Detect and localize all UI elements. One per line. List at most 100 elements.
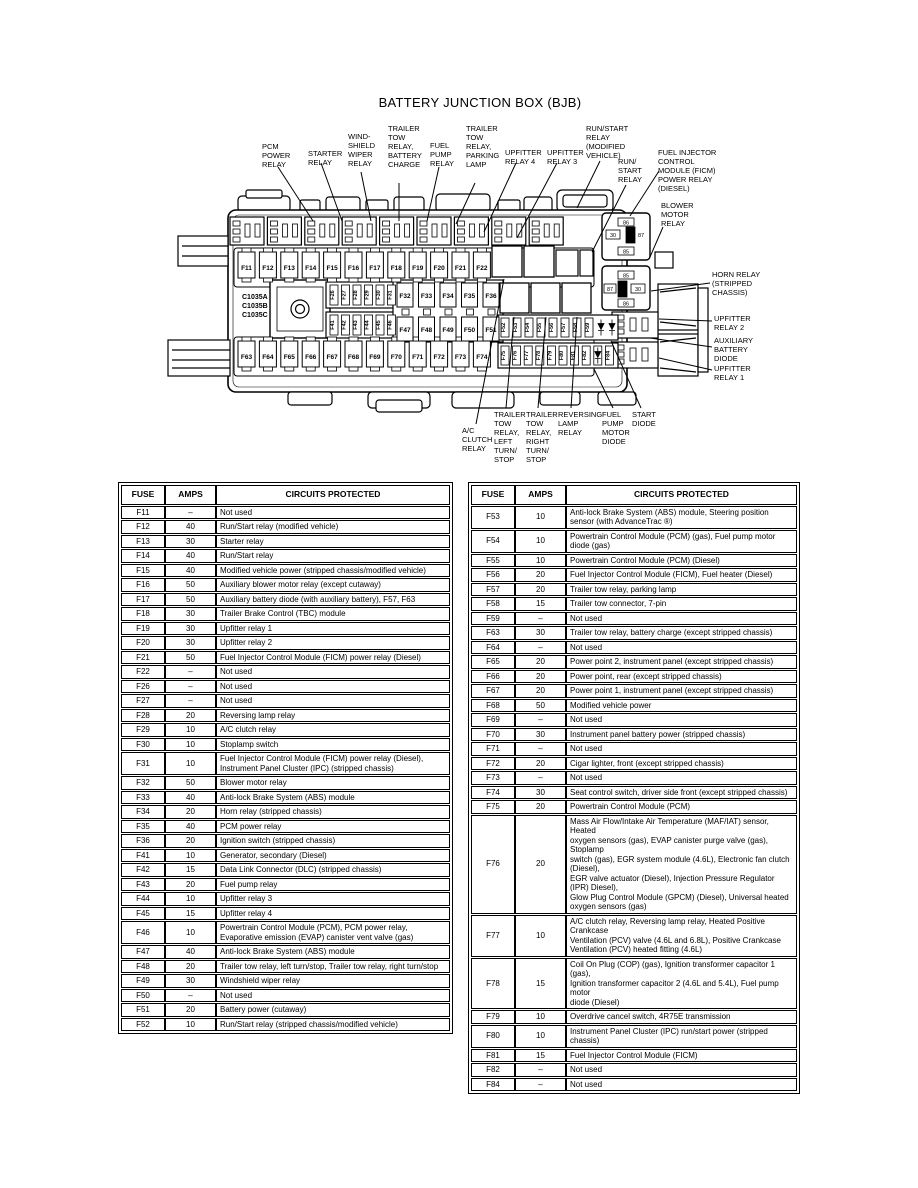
circuits-cell: Upfitter relay 1 (216, 621, 450, 635)
fuse-slot (455, 247, 466, 253)
fuse-cell: F22 (121, 665, 165, 679)
fuse-slot (391, 277, 402, 283)
fuse-label: F54 (525, 322, 531, 332)
fuse-slot (352, 314, 362, 336)
fuse-row: F27–Not used (121, 694, 450, 708)
fuse-cell: F75 (471, 800, 515, 814)
fuse-slot (531, 220, 540, 227)
fuse-slot (369, 247, 380, 253)
circuits-cell: Not used (566, 1077, 797, 1091)
fuse-slot (482, 282, 500, 308)
amps-cell: 40 (165, 790, 216, 804)
fuse-slot (269, 236, 278, 243)
fuse-slot (341, 284, 350, 306)
fuse-slot (531, 228, 540, 235)
amps-cell: 50 (165, 650, 216, 664)
fuse-slot (456, 236, 465, 243)
fuse-label: 87 (638, 233, 644, 239)
fuse-slot (419, 220, 428, 227)
fuse-slot (431, 223, 438, 238)
fuse-slot (305, 247, 316, 253)
fuse-slot (617, 298, 635, 308)
circuits-cell: Not used (216, 988, 450, 1002)
fuse-cell: F56 (471, 568, 515, 582)
fuse-cell: F76 (471, 814, 515, 914)
fuse-slot (327, 277, 338, 283)
fuse-slot (494, 228, 503, 235)
fuse-slot (512, 345, 521, 366)
fuse-cell: F51 (121, 1003, 165, 1017)
amps-cell: 30 (515, 727, 566, 741)
fuse-slot (307, 228, 316, 235)
fuse-label: F44 (365, 319, 371, 329)
amps-cell: 10 (515, 914, 566, 957)
fuse-label: F31 (388, 290, 394, 299)
fuse-label: F45 (376, 320, 382, 329)
fuse-slot (262, 247, 273, 253)
fuse-cell: F36 (121, 834, 165, 848)
fuse-label: F75 (501, 351, 507, 360)
fuse-slot (412, 247, 423, 253)
fuse-label: 30 (610, 233, 616, 239)
label-fuel-pump-motor-diode: FUEL PUMP MOTOR DIODE (602, 410, 630, 446)
circuits-cell: Overdrive cancel switch, 4R75E transmiss… (566, 1010, 797, 1024)
fuse-slot (476, 366, 487, 372)
amps-cell: 30 (165, 607, 216, 621)
fuse-slot (412, 366, 423, 372)
fuse-slot (641, 317, 649, 332)
amps-cell: 10 (165, 723, 216, 737)
fuse-cell: F27 (121, 694, 165, 708)
fuse-label: F78 (536, 351, 542, 360)
fuse-label: F65 (284, 354, 296, 361)
label-starter-relay: STARTER RELAY (308, 149, 343, 167)
fuse-label: F51 (485, 327, 497, 334)
circuits-cell: Trailer Brake Control (TBC) module (216, 607, 450, 621)
circuits-cell: Coil On Plug (COP) (gas), Ignition trans… (566, 957, 797, 1009)
fuse-slot (617, 280, 628, 298)
amps-cell: 30 (165, 621, 216, 635)
circuits-cell: Not used (566, 771, 797, 785)
fuse-slot (423, 308, 431, 316)
fuse-slot (391, 247, 402, 253)
fuse-cell: F78 (471, 957, 515, 1009)
circuits-cell: Powertrain Control Module (PCM) (gas), F… (566, 529, 797, 553)
circuits-cell: Run/Start relay (216, 549, 450, 563)
fuse-cell: F18 (121, 607, 165, 621)
fuse-label: F32 (399, 293, 411, 300)
fuse-cell: F68 (471, 698, 515, 712)
fuse-slot (269, 228, 278, 235)
amps-cell: 10 (165, 1017, 216, 1031)
amps-cell: 10 (165, 848, 216, 862)
fuse-slot (641, 347, 649, 362)
fuse-label: F52 (501, 323, 507, 332)
fuse-slot (364, 314, 373, 336)
fuse-slot (617, 217, 635, 227)
fuse-slot (348, 247, 359, 253)
fuse-slot (531, 236, 540, 243)
amps-cell: 10 (165, 752, 216, 775)
circuits-cell: Not used (216, 665, 450, 679)
fuse-slot (262, 336, 273, 342)
fuse-cell: F15 (121, 563, 165, 577)
circuits-cell: Battery power (cutaway) (216, 1003, 450, 1017)
fuse-cell: F14 (121, 549, 165, 563)
fuse-slot (476, 247, 487, 253)
fuse-cell: F16 (121, 578, 165, 592)
circuits-cell: Trailer tow connector, 7-pin (566, 597, 797, 611)
fuse-slot (455, 366, 466, 372)
fuse-slot (434, 247, 445, 253)
fuse-label: F21 (455, 265, 467, 272)
fuse-slot (461, 282, 478, 308)
fuse-cell: F52 (121, 1017, 165, 1031)
fuse-cell: F70 (471, 727, 515, 741)
fuse-cell: F81 (471, 1048, 515, 1062)
